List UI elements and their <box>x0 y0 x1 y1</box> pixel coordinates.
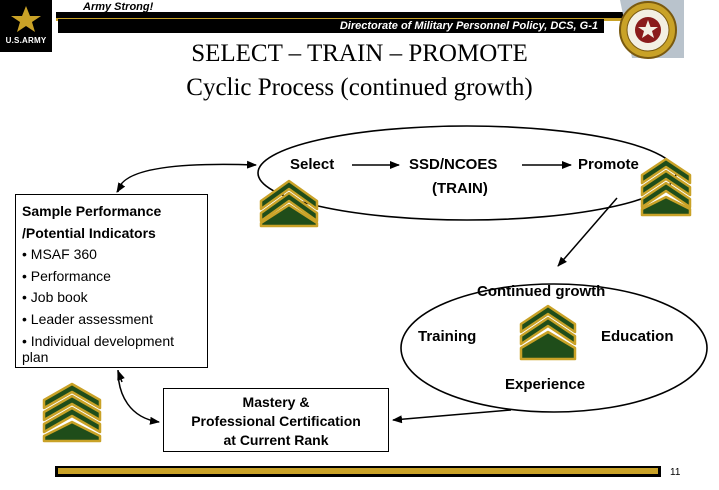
select-train-promote-ellipse <box>257 125 677 221</box>
slogan: Army Strong! <box>83 1 154 13</box>
indicators-heading-2: /Potential Indicators <box>22 224 156 241</box>
page-title: SELECT – TRAIN – PROMOTE <box>191 40 528 67</box>
mastery-chevron-icon <box>42 382 102 443</box>
experience-label: Experience <box>505 376 586 393</box>
select-label: Select <box>290 156 335 173</box>
directorate-banner: Directorate of Military Personnel Policy… <box>58 19 604 33</box>
continued-growth-label: Continued growth <box>477 283 606 300</box>
performance-indicators-box: Sample Performance /Potential Indicators… <box>15 194 208 368</box>
header-bar <box>56 12 656 18</box>
mastery-line-2: Professional Certification <box>191 413 361 429</box>
page-subtitle: Cyclic Process (continued growth) <box>186 74 533 101</box>
indicator-item: • Job book <box>22 289 88 305</box>
arrow-promote-to-growth <box>557 197 618 267</box>
indicators-heading-1: Sample Performance <box>22 203 162 219</box>
arrow-indicators-to-select <box>117 160 257 193</box>
promote-label: Promote <box>578 156 639 173</box>
sergeant-chevron-icon <box>259 179 319 228</box>
continued-growth-ellipse <box>400 283 708 413</box>
mastery-line-1: Mastery & <box>242 394 310 410</box>
training-label: Training <box>418 328 477 345</box>
ssd-ncoes-label: SSD/NCOES <box>409 156 498 173</box>
staff-sergeant-chevron-icon <box>640 157 692 217</box>
indicator-item: • Leader assessment <box>22 310 153 327</box>
directorate-text: Directorate of Military Personnel Policy… <box>339 20 598 32</box>
train-label: (TRAIN) <box>432 180 488 197</box>
mastery-box: Mastery & Professional Certification at … <box>163 388 389 452</box>
arrow-growth-to-mastery <box>392 409 512 424</box>
mastery-line-3: at Current Rank <box>223 432 329 448</box>
army-star-icon <box>6 4 46 34</box>
education-label: Education <box>601 328 674 345</box>
arrow-indicators-to-mastery <box>117 369 160 425</box>
staff-seal-icon <box>619 0 684 59</box>
indicator-item: • Individual development plan <box>22 333 174 365</box>
page-number: 11 <box>670 467 681 478</box>
army-logo: U.S.ARMY <box>0 0 52 52</box>
army-logo-text: U.S.ARMY <box>5 36 47 45</box>
indicator-item: • Performance <box>22 267 111 284</box>
footer-gold-stripe <box>58 468 658 474</box>
growth-chevron-icon <box>519 304 577 361</box>
indicator-item: • MSAF 360 <box>22 246 97 262</box>
